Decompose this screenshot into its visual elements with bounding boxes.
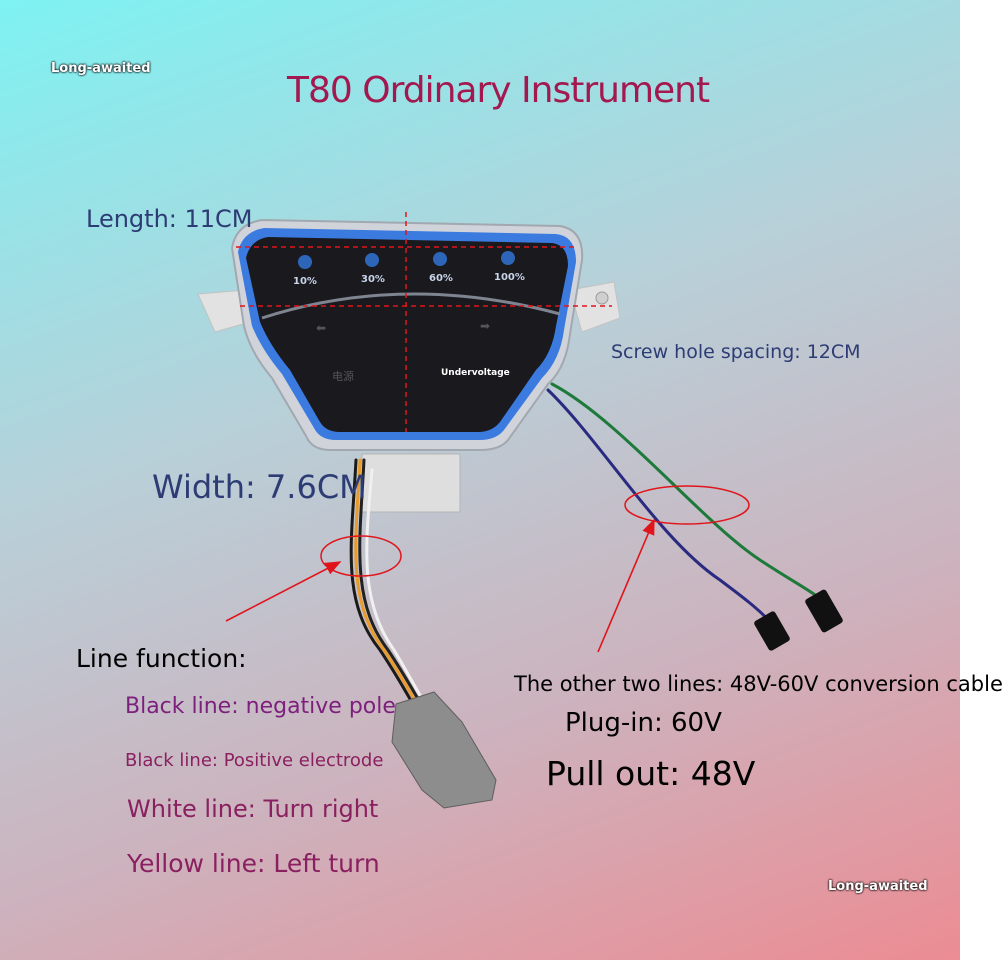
line-function-item: Yellow line: Left turn [127, 849, 380, 878]
conversion-cable-label: The other two lines: 48V-60V conversion … [514, 672, 1003, 696]
conversion-plug-a [754, 611, 790, 651]
line-function-heading: Line function: [76, 644, 247, 673]
watermark-top-left: Long-awaited [51, 61, 151, 76]
indicator-label-100: 100% [494, 272, 525, 283]
pull-out-label: Pull out: 48V [546, 754, 756, 793]
conversion-cable-highlight [624, 485, 750, 525]
indicator-label-10: 10% [293, 276, 317, 287]
length-label: Length: 11CM [86, 205, 253, 233]
wire-outlet-block [361, 453, 461, 513]
indicator-label-30: 30% [361, 274, 385, 285]
main-wire-arrow [225, 561, 342, 622]
indicator-light-100 [501, 251, 515, 265]
panel-face [246, 237, 568, 432]
conversion-plug-b [805, 589, 843, 633]
conversion-cable-arrow [597, 518, 655, 653]
conversion-cables [546, 382, 824, 624]
left-turn-indicator-icon: ⬅ [316, 321, 326, 335]
page-title: T80 Ordinary Instrument [287, 70, 710, 111]
width-label: Width: 7.6CM [152, 468, 367, 506]
instrument-illustration: 10% 30% 60% 100% ⬅ ➡ 电源 Undervoltage [197, 212, 843, 809]
line-function-item: Black line: negative pole [125, 694, 396, 719]
watermark-bottom-right: Long-awaited [828, 879, 928, 894]
indicator-light-10 [298, 255, 312, 269]
indicator-label-60: 60% [429, 273, 453, 284]
right-turn-indicator-icon: ➡ [480, 319, 490, 333]
plug-in-label: Plug-in: 60V [565, 708, 722, 738]
line-function-item: White line: Turn right [127, 795, 379, 823]
panel-glyph-left: 电源 [332, 369, 354, 383]
main-wire-bundle [349, 458, 432, 714]
indicator-light-60 [433, 252, 447, 266]
indicator-light-30 [365, 253, 379, 267]
line-function-item: Black line: Positive electrode [125, 750, 384, 771]
main-wire-connector [391, 691, 497, 809]
right-mount-ear [569, 281, 621, 333]
main-wire-highlight [320, 535, 402, 577]
screw-spacing-label: Screw hole spacing: 12CM [611, 341, 861, 363]
undervoltage-label: Undervoltage [441, 368, 510, 378]
battery-indicators: 10% 30% 60% 100% [293, 251, 525, 287]
